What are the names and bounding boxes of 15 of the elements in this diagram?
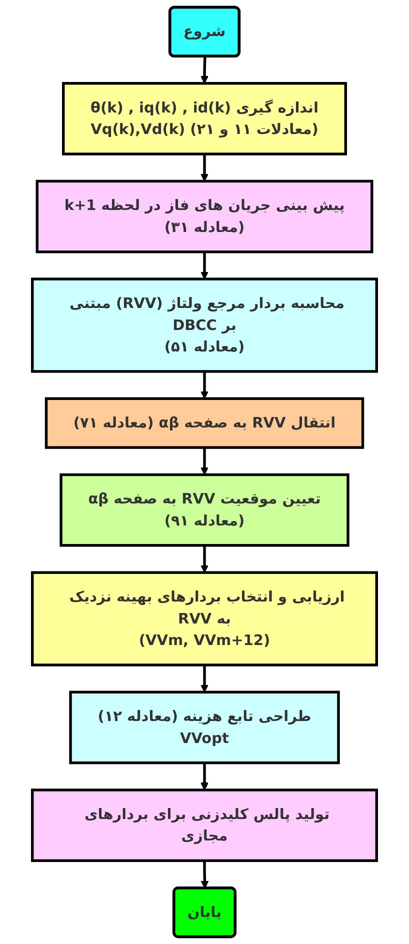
node-box: تعیین موقعیت RVV به صفحه αβ (معادله ۹۱) [60,473,350,547]
arrow [200,664,208,692]
arrow [200,860,209,889]
node-box: محاسبه بردار مرجع ولتاژ (RVV) مبتنی بر DBCC (معادله ۵۱) [31,278,378,373]
node-box: اندازه گیری θ(k) , iq(k) , id(k) Vq(k),Vd(k) (معادلات ۱۱ و ۲۱) [62,82,347,156]
arrow [200,56,208,84]
node-box: تولید پالس کلیدزنی برای بردارهای مجازی [31,788,378,862]
arrow [200,448,208,476]
arrow [200,371,208,399]
arrow [200,252,208,280]
arrow [200,762,208,790]
node-box: انتقال RVV به صفحه αβ (معادله ۷۱) [44,397,364,449]
arrow [200,154,208,182]
arrow [200,545,208,573]
node-box: پیش بینی جریان های فاز در لحظه k+1 (معادله ۳۱) [36,180,374,254]
